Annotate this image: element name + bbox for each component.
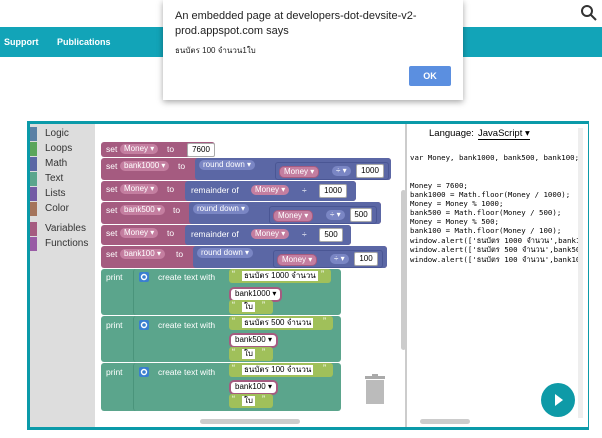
- text-literal[interactable]: “ ใบ ”: [229, 300, 273, 314]
- code-line: Money = Money % 1000;: [410, 199, 504, 208]
- language-select[interactable]: JavaScript ▾: [478, 128, 530, 140]
- math-op-dropdown[interactable]: round down ▾: [197, 248, 254, 258]
- round-down-block[interactable]: round down ▾ Money ▾ ÷ ▾ 100: [193, 246, 387, 268]
- variable-dropdown[interactable]: bank500 ▾: [120, 205, 165, 215]
- variable-dropdown[interactable]: Money ▾: [120, 144, 159, 154]
- set-bank1000-block[interactable]: set bank1000 ▾ to round down ▾ Money ▾ ÷…: [101, 158, 391, 180]
- code-line: var Money, bank1000, bank500, bank100;: [410, 153, 580, 162]
- variable-dropdown[interactable]: Money ▾: [277, 254, 318, 266]
- variable-dropdown[interactable]: bank500 ▾: [229, 333, 278, 348]
- operator-dropdown[interactable]: ÷ ▾: [330, 254, 349, 264]
- round-down-block[interactable]: round down ▾ Money ▾ ÷ ▾ 500: [189, 202, 381, 224]
- operator-dropdown[interactable]: ÷ ▾: [332, 166, 351, 176]
- nav-publications-link[interactable]: Publications: [57, 37, 111, 47]
- gear-icon[interactable]: [139, 320, 149, 330]
- variable-dropdown[interactable]: Money ▾: [120, 184, 159, 194]
- set-bank500-block[interactable]: set bank500 ▾ to round down ▾ Money ▾ ÷ …: [101, 202, 381, 224]
- gear-icon[interactable]: [139, 367, 149, 377]
- set-bank100-block[interactable]: set bank100 ▾ to round down ▾ Money ▾ ÷ …: [101, 246, 387, 268]
- set-money-block[interactable]: set Money ▾ to remainder of Money ▾ ÷ 50…: [101, 225, 351, 245]
- divide-block[interactable]: Money ▾ ÷ ▾ 1000: [275, 162, 389, 180]
- code-pane: [405, 124, 588, 427]
- create-text-block[interactable]: create text with: [133, 316, 228, 362]
- code-line: bank500 = Math.floor(Money / 500);: [410, 208, 562, 217]
- number-field[interactable]: 100: [354, 252, 378, 266]
- create-text-block[interactable]: create text with: [133, 363, 228, 411]
- trash-icon[interactable]: [364, 374, 386, 404]
- text-literal[interactable]: “ ใบ ”: [229, 394, 273, 408]
- dialog-title: An embedded page at developers-dot-devsi…: [175, 10, 417, 37]
- alert-dialog: An embedded page at developers-dot-devsi…: [163, 0, 463, 100]
- text-literal[interactable]: “ ธนบัตร 100 จำนวน ”: [229, 363, 333, 377]
- number-field[interactable]: 500: [319, 228, 343, 242]
- create-text-block[interactable]: create text with: [133, 269, 228, 315]
- number-field[interactable]: 500: [350, 208, 372, 222]
- set-money-block[interactable]: set Money ▾ to remainder of Money ▾ ÷ 10…: [101, 181, 356, 201]
- variable-dropdown[interactable]: bank1000 ▾: [120, 161, 170, 171]
- run-icon: [555, 394, 563, 406]
- vertical-scrollbar[interactable]: [401, 190, 406, 350]
- math-op-dropdown[interactable]: round down ▾: [193, 204, 250, 214]
- number-field[interactable]: 1000: [356, 164, 384, 178]
- code-line: Money = Money % 500;: [410, 217, 499, 226]
- variable-dropdown[interactable]: Money ▾: [251, 185, 290, 195]
- horizontal-scrollbar[interactable]: [200, 419, 300, 424]
- number-field[interactable]: 1000: [319, 184, 347, 198]
- code-line: window.alert(['ธนบัตร 500 จำนวน',bank50: [410, 245, 581, 254]
- code-line: Money = 7600;: [410, 181, 468, 190]
- variable-dropdown[interactable]: Money ▾: [279, 166, 320, 178]
- code-horizontal-scrollbar[interactable]: [420, 419, 470, 424]
- code-vertical-scrollbar[interactable]: [578, 128, 583, 418]
- variable-dropdown[interactable]: bank100 ▾: [229, 380, 278, 395]
- math-op-dropdown[interactable]: round down ▾: [199, 160, 256, 170]
- search-icon[interactable]: [580, 4, 598, 22]
- text-literal[interactable]: “ ธนบัตร 500 จำนวน ”: [229, 316, 333, 330]
- nav-support-link[interactable]: Support: [4, 37, 39, 47]
- text-literal[interactable]: “ ใบ ”: [229, 347, 273, 361]
- code-line: bank100 = Math.floor(Money / 100);: [410, 226, 562, 235]
- variable-dropdown[interactable]: Money ▾: [273, 210, 314, 222]
- operator-dropdown[interactable]: ÷ ▾: [326, 210, 345, 220]
- text-literal[interactable]: “ ธนบัตร 1000 จำนวน ”: [229, 269, 331, 283]
- gear-icon[interactable]: [139, 272, 149, 282]
- variable-dropdown[interactable]: bank100 ▾: [120, 249, 165, 259]
- remainder-block[interactable]: remainder of Money ▾ ÷ 500: [185, 225, 351, 245]
- number-field[interactable]: 7600: [187, 143, 215, 157]
- variable-dropdown[interactable]: Money ▾: [120, 228, 159, 238]
- toolbox: Logic Loops Math Text Lists Color Variab…: [30, 124, 95, 427]
- divide-block[interactable]: Money ▾ ÷ ▾ 100: [273, 250, 383, 268]
- dialog-message: ธนบัตร 100 จำนวน1ใบ: [175, 46, 256, 55]
- run-button[interactable]: [541, 383, 575, 417]
- divide-block[interactable]: Money ▾ ÷ ▾ 500: [269, 206, 377, 224]
- code-line: window.alert(['ธนบัตร 100 จำนวน',bank10: [410, 255, 581, 264]
- remainder-block[interactable]: remainder of Money ▾ ÷ 1000: [185, 181, 356, 201]
- ok-button[interactable]: OK: [409, 66, 451, 86]
- variable-dropdown[interactable]: Money ▾: [251, 229, 290, 239]
- code-line: window.alert(['ธนบัตร 1000 จำนวน',bank1: [410, 236, 581, 245]
- round-down-block[interactable]: round down ▾ Money ▾ ÷ ▾ 1000: [195, 158, 391, 180]
- language-label: Language:: [429, 128, 474, 139]
- set-money-block[interactable]: set Money ▾ to 7600: [101, 142, 215, 157]
- code-line: bank1000 = Math.floor(Money / 1000);: [410, 190, 571, 199]
